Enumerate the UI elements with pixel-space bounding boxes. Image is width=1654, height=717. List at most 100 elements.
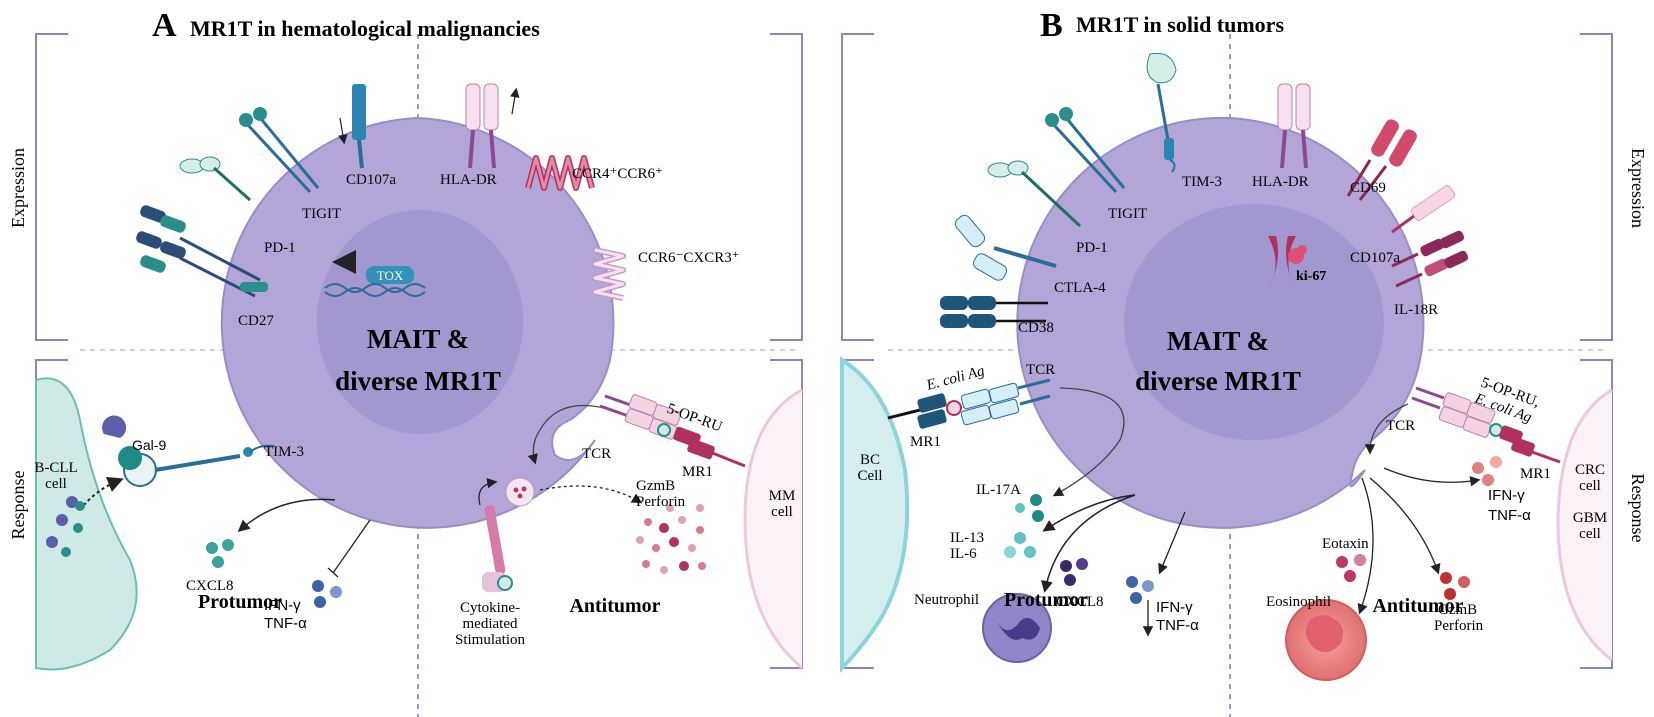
label-ctla4: CTLA-4 <box>1054 280 1106 296</box>
label-cd38: CD38 <box>1018 320 1054 336</box>
label-gzmb-a: GzmB <box>636 478 675 494</box>
mait-cell-nucleus <box>317 210 523 434</box>
label-tigit-a: TIGIT <box>302 206 341 222</box>
hladr-receptor <box>465 83 499 169</box>
label-hladr-a: HLA-DR <box>440 172 497 188</box>
label-cyto-3: Stimulation <box>455 632 526 648</box>
label-hladr-b: HLA-DR <box>1252 174 1309 190</box>
gzmb-dots-a <box>636 504 706 574</box>
side-label-response-b: Response <box>1628 474 1648 543</box>
label-il17a: IL-17A <box>976 482 1021 498</box>
label-cd27-a: CD27 <box>238 313 274 329</box>
label-crc-1: CRC <box>1575 462 1605 478</box>
tcr-mr1-complex-a <box>599 394 746 468</box>
label-crc-2: cell <box>1579 478 1601 494</box>
cd27-receptor <box>136 205 268 298</box>
ccr6cxcr3-receptor <box>592 247 626 301</box>
ifn-tnf-dots-b-right <box>1472 456 1502 486</box>
label-il18r: IL-18R <box>1394 302 1438 318</box>
eotaxin-dots <box>1336 554 1366 582</box>
label-ifn-b-right: IFN-γ <box>1488 487 1525 504</box>
protumor-label-a: Protumor <box>198 591 282 613</box>
label-cyto-2: mediated <box>463 616 518 632</box>
label-eosinophil: Eosinophil <box>1266 594 1331 610</box>
side-label-expression-a: Expression <box>8 148 28 228</box>
gal9-tim3 <box>102 415 275 487</box>
label-gzmb-b: GzmB <box>1438 602 1477 618</box>
hladr-receptor-b <box>1277 83 1311 169</box>
label-ccr6cxcr3-a: CCR6⁻CXCR3⁺ <box>638 250 740 266</box>
label-mm-2: cell <box>771 504 793 520</box>
label-mr1-b-right: MR1 <box>1520 466 1551 482</box>
il17a-dots <box>1015 494 1044 522</box>
gzmb-dots-b <box>1440 572 1470 600</box>
label-tnf-b-right: TNF-α <box>1488 507 1531 524</box>
tim3-receptor-b <box>1146 52 1177 173</box>
cd107a-receptor <box>352 84 366 169</box>
antitumor-label-b: Antitumor <box>1372 595 1463 617</box>
panel-b-letter: B <box>1040 7 1063 44</box>
cxcl8-dots-a <box>206 539 234 568</box>
il18r-receptor <box>1391 230 1469 288</box>
label-bcll-1: B-CLL <box>34 460 77 476</box>
label-gal9: Gal-9 <box>132 437 166 453</box>
il13-il6-dots <box>1004 532 1036 558</box>
label-perforin-b: Perforin <box>1434 618 1484 634</box>
cd107a-receptor-b <box>1391 184 1456 234</box>
panel-a-title: MR1T in hematological malignancies <box>190 16 540 41</box>
label-cxcl8-b: CXCL8 <box>1056 594 1104 610</box>
panel-a <box>35 33 803 717</box>
label-gbm-1: GBM <box>1573 510 1607 526</box>
label-tnf-b: TNF-α <box>1156 617 1199 634</box>
label-il13: IL-13 <box>950 530 984 546</box>
label-cd69: CD69 <box>1350 180 1386 196</box>
cd69-receptor <box>1346 119 1417 201</box>
cd38-receptor <box>940 296 1048 328</box>
label-cyto-1: Cytokine- <box>460 600 520 616</box>
cell-title-b-2: diverse MR1T <box>1135 366 1301 396</box>
label-cxcl8-a: CXCL8 <box>186 578 234 594</box>
label-tcr-b-left: TCR <box>1026 362 1055 378</box>
label-cd107a-b: CD107a <box>1350 250 1400 266</box>
expression-bracket-left <box>35 33 68 341</box>
cell-title-a-1: MAIT & <box>367 324 469 354</box>
antitumor-label-a: Antitumor <box>569 595 660 617</box>
label-bc-2: Cell <box>858 468 883 484</box>
panel-b <box>840 33 1613 717</box>
label-mr1-a: MR1 <box>682 464 713 480</box>
eosinophil <box>1285 599 1367 681</box>
ifn-dots-b <box>1126 576 1154 604</box>
label-il6: IL-6 <box>950 546 977 562</box>
side-label-response-a: Response <box>8 470 28 539</box>
label-tcr-b-right: TCR <box>1386 418 1415 434</box>
ifn-dots-a <box>312 580 342 608</box>
tcr-mr1-complex-b-right <box>1411 386 1561 464</box>
bcll-ligands <box>46 496 85 557</box>
ccr4ccr6-receptor <box>525 155 595 191</box>
label-cd107a-a: CD107a <box>346 172 396 188</box>
tigit-receptor <box>239 107 320 194</box>
side-label-expression-b: Expression <box>1628 148 1648 228</box>
label-mr1-b-left: MR1 <box>910 434 941 450</box>
pd1-receptor-b <box>987 160 1082 228</box>
cxcl8-dots-b <box>1060 558 1088 586</box>
label-bcll-2: cell <box>45 476 67 492</box>
label-ecoli-ag-b: E. coli Ag <box>924 363 987 394</box>
label-tim3-a: TIM-3 <box>264 444 304 460</box>
expression-bracket-right <box>770 33 803 341</box>
ctla4-receptor <box>954 214 1057 281</box>
pd1-receptor <box>179 156 251 202</box>
label-eotaxin: Eotaxin <box>1322 536 1369 552</box>
label-tcr-a: TCR <box>582 446 611 462</box>
label-pd1-b: PD-1 <box>1076 240 1108 256</box>
tigit-receptor-b <box>1045 107 1126 194</box>
protumor-label-b: Protumor <box>1004 589 1088 611</box>
label-bc-1: BC <box>860 452 880 468</box>
cell-title-a-2: diverse MR1T <box>335 366 501 396</box>
tcr-mr1-complex-b-left <box>887 378 1051 429</box>
label-ifn-b: IFN-γ <box>1156 599 1193 616</box>
neutrophil <box>982 593 1052 663</box>
mm-cell-shape <box>743 388 803 670</box>
label-gbm-2: cell <box>1579 526 1601 542</box>
